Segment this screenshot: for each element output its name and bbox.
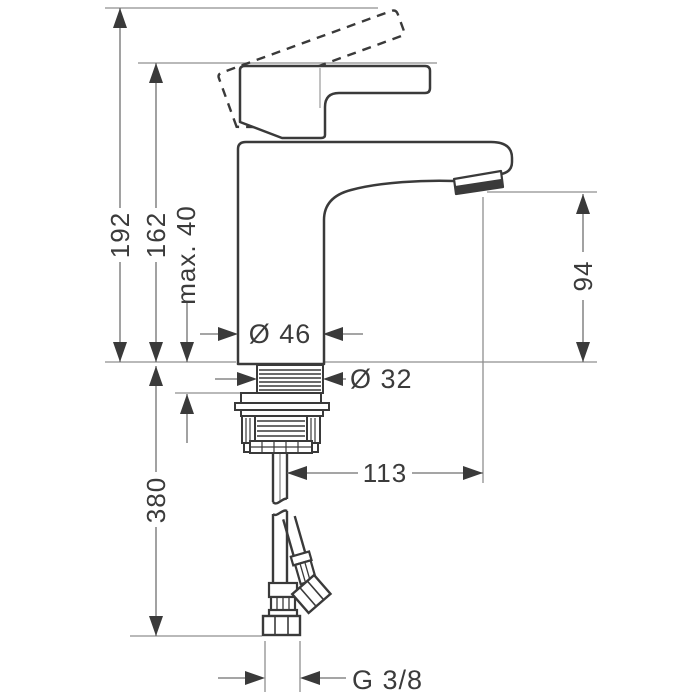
- dim-label-spout-reach: 113: [363, 458, 407, 488]
- dimension-spout-outlet-height: 94: [568, 194, 598, 362]
- arrow-down-icon: [149, 616, 163, 636]
- dimensions: 192 162 max. 40 380: [105, 8, 598, 695]
- arrow-right-icon: [463, 466, 483, 480]
- arrow-down-icon: [576, 342, 590, 362]
- hose-nut-g38: [261, 614, 302, 637]
- dim-label-supply-thread: G 3/8: [352, 665, 423, 695]
- arrow-right-icon: [237, 372, 257, 386]
- nut-body: [254, 415, 308, 442]
- dim-label-overall-height: 192: [105, 212, 135, 258]
- arrow-left-icon: [287, 466, 307, 480]
- faucet-handle: [238, 64, 432, 140]
- dim-label-max-mounting-thickness: max. 40: [171, 205, 201, 305]
- hose-nut-angled: [290, 573, 333, 615]
- arrow-down-icon: [113, 342, 127, 362]
- dim-label-spout-outlet-height: 94: [568, 261, 598, 292]
- dimension-spout-reach: 113: [287, 458, 483, 488]
- nut-ear-right: [306, 415, 321, 444]
- supply-hose-angled: [282, 515, 333, 615]
- arrow-right-icon: [245, 671, 265, 685]
- arrow-down-icon: [149, 342, 163, 362]
- mounting-hardware: [234, 392, 330, 454]
- arrow-left-icon: [323, 372, 343, 386]
- dimension-max-mounting-thickness: max. 40: [171, 205, 201, 443]
- body-outline: [236, 140, 514, 366]
- handle-outline: [238, 64, 432, 140]
- arrow-up-icon: [149, 366, 163, 386]
- faucet-body: [236, 140, 514, 366]
- arrow-right-icon: [218, 327, 238, 341]
- arrow-down-icon: [180, 342, 194, 362]
- supply-hose-straight: [261, 453, 302, 637]
- dimension-hose-length: 380: [141, 366, 171, 636]
- arrow-up-icon: [576, 194, 590, 214]
- dim-label-shank-diameter: Ø 32: [350, 364, 413, 394]
- dimension-overall-height: 192: [105, 8, 135, 362]
- threaded-shank: [256, 364, 324, 394]
- arrow-up-icon: [113, 8, 127, 28]
- dim-label-handle-height: 162: [141, 212, 171, 258]
- mounting-flange: [240, 392, 322, 404]
- arrow-left-icon: [300, 671, 320, 685]
- mounting-washer: [234, 402, 330, 411]
- extension-lines: [105, 7, 597, 692]
- dimension-shank-diameter: Ø 32: [215, 364, 413, 394]
- arrow-up-icon: [149, 63, 163, 83]
- dimension-supply-thread: G 3/8: [218, 665, 423, 695]
- dimension-handle-height: 162: [141, 63, 171, 362]
- aerator-outlet-band: [455, 179, 503, 194]
- nut-ear-left: [241, 415, 256, 444]
- arrow-up-icon: [180, 394, 194, 414]
- dim-label-base-diameter: Ø 46: [249, 319, 312, 349]
- arrow-left-icon: [323, 327, 343, 341]
- dim-label-hose-length: 380: [141, 477, 171, 523]
- dimension-base-diameter: Ø 46: [200, 319, 363, 349]
